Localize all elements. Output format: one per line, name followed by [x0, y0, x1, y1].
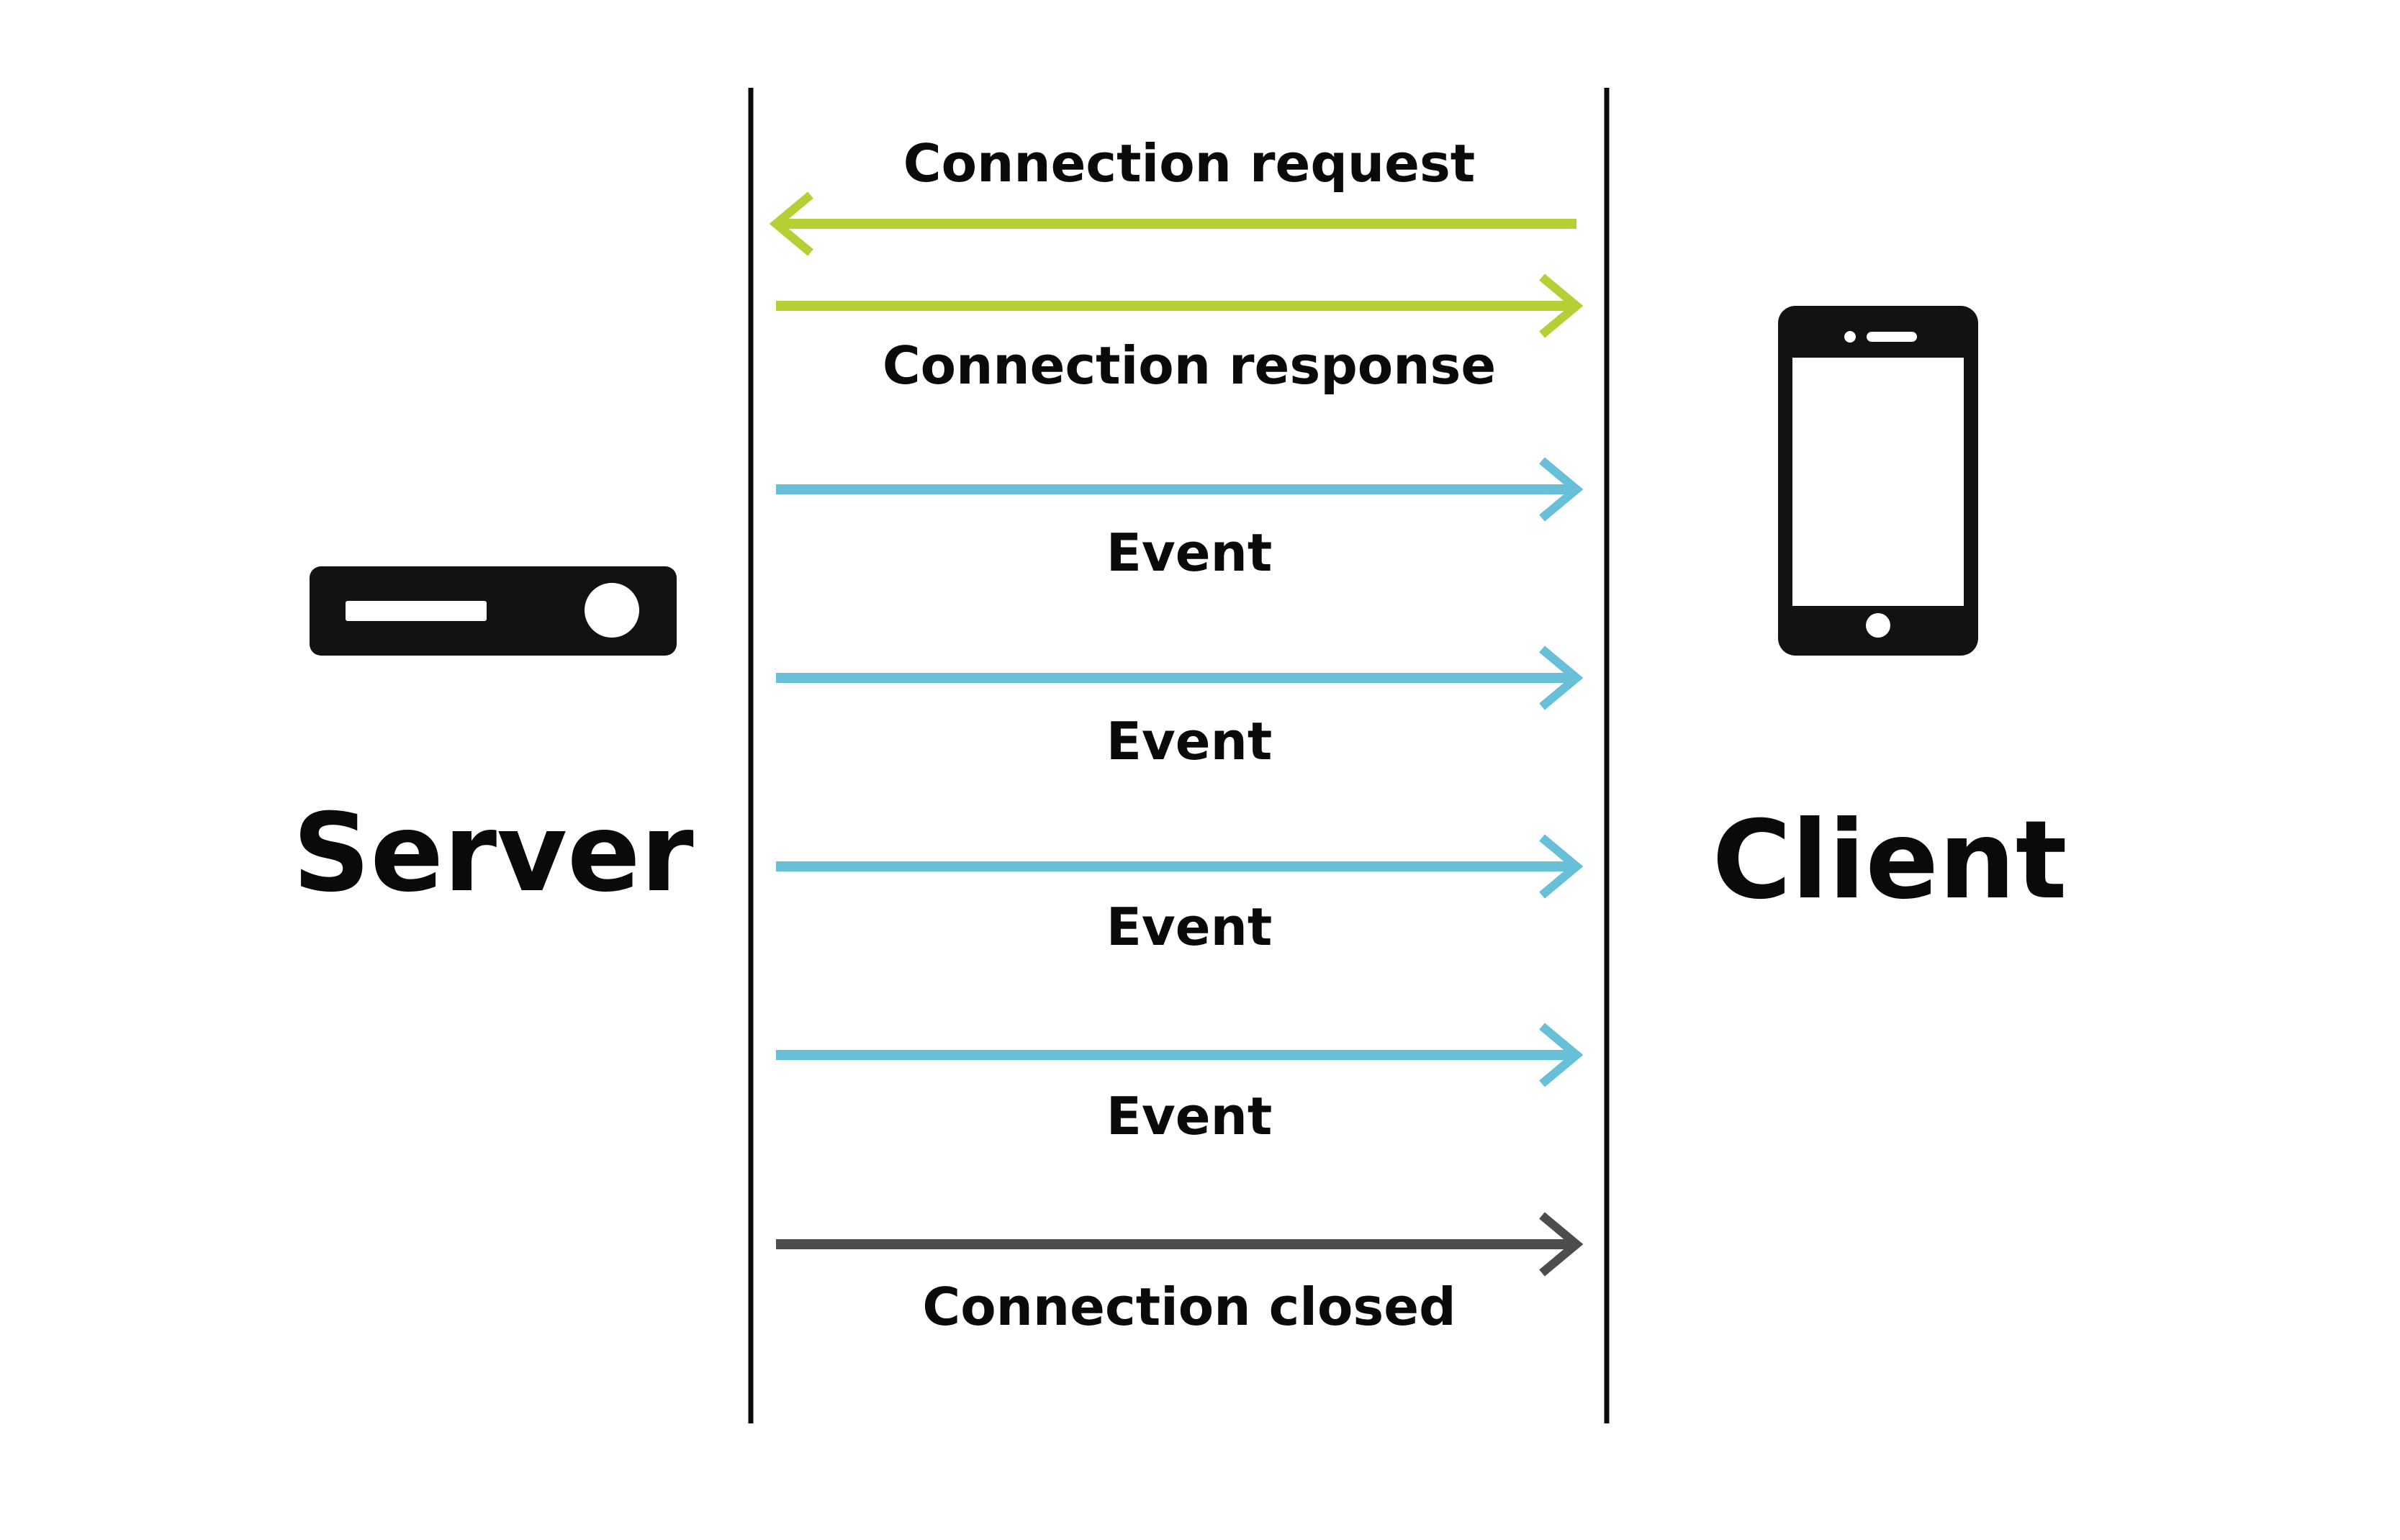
arrowhead-right-icon — [1539, 1212, 1584, 1277]
arrowhead-right-icon — [1539, 834, 1584, 899]
arrowhead-right-icon — [1539, 1023, 1584, 1087]
message-event: Event — [776, 457, 1584, 583]
message-label: Event — [1106, 711, 1273, 771]
message-label: Connection response — [883, 335, 1496, 396]
message-event: Event — [776, 1023, 1584, 1146]
server-label: Server — [292, 791, 693, 916]
message-close: Connection closed — [776, 1212, 1584, 1337]
server-icon — [310, 566, 677, 656]
client-label: Client — [1712, 798, 2067, 923]
message-handshake: Connection response — [776, 273, 1584, 396]
message-event: Event — [776, 646, 1584, 771]
arrowhead-right-icon — [1539, 646, 1584, 710]
message-label: Event — [1106, 897, 1273, 957]
message-label: Connection closed — [922, 1277, 1456, 1337]
message-label: Event — [1106, 1086, 1273, 1146]
message-label: Event — [1106, 522, 1273, 583]
arrowhead-left-icon — [769, 191, 813, 256]
arrowhead-right-icon — [1539, 457, 1584, 522]
message-handshake: Connection request — [769, 133, 1576, 256]
message-event: Event — [776, 834, 1584, 957]
message-label: Connection request — [903, 133, 1475, 194]
smartphone-icon — [1778, 306, 1978, 656]
arrowhead-right-icon — [1539, 273, 1584, 338]
